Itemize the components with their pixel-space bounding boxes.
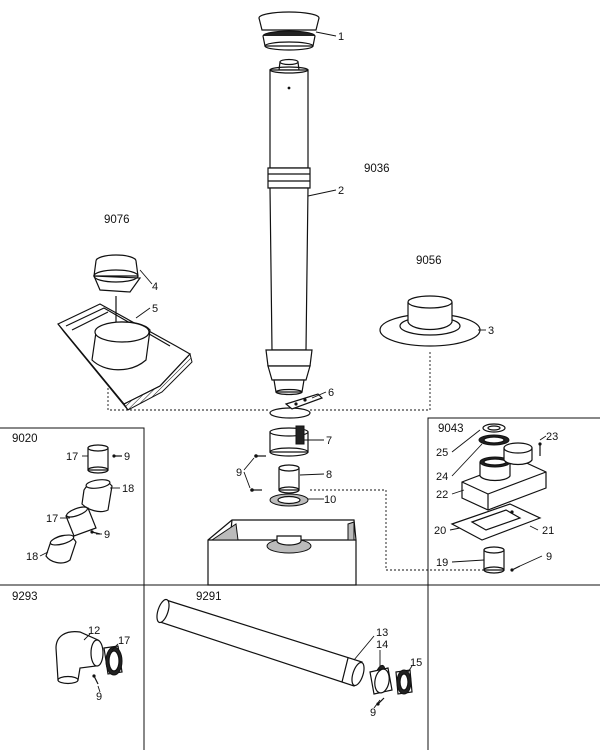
flashing-part-3 <box>379 295 481 347</box>
part-label-24: 24 <box>436 471 448 483</box>
group-label-9291: 9291 <box>196 591 222 603</box>
seal-part-24 <box>478 434 510 446</box>
coupling-part-15 <box>395 669 413 695</box>
part-label-9-b: 9 <box>104 529 110 541</box>
part-label-5: 5 <box>152 303 158 315</box>
clamp-part-6 <box>269 393 324 419</box>
roof-cap-part-1 <box>258 11 320 51</box>
part-label-22: 22 <box>436 489 448 501</box>
coupling-part-17-c <box>103 645 123 676</box>
assembly-dashed-lines <box>107 352 486 571</box>
pipe-section-part-7 <box>269 425 309 457</box>
part-label-15: 15 <box>410 657 422 669</box>
coupling-part-17-a <box>87 444 109 474</box>
part-label-10: 10 <box>324 494 336 506</box>
screw-part-9-a <box>112 454 122 458</box>
seal-part-25 <box>482 423 506 433</box>
part-label-13: 13 <box>376 627 388 639</box>
screw-part-9-b <box>90 530 101 535</box>
screw-part-23 <box>538 442 542 456</box>
part-label-9-d: 9 <box>96 691 102 703</box>
part-label-4: 4 <box>152 281 158 293</box>
ring-part-10 <box>269 493 309 507</box>
part-label-19: 19 <box>436 557 448 569</box>
part-label-17-b: 17 <box>46 513 58 525</box>
part-label-9-e: 9 <box>370 707 376 719</box>
coupling-part-19 <box>483 546 505 574</box>
group-label-9020: 9020 <box>12 433 38 445</box>
group-label-9036: 9036 <box>364 163 390 175</box>
group-label-9076: 9076 <box>104 214 130 226</box>
part-label-23: 23 <box>546 431 558 443</box>
screw-part-9-e <box>376 697 385 706</box>
part-label-17-c: 17 <box>118 635 130 647</box>
coupling-part-17-b <box>65 506 97 537</box>
part-label-18-a: 18 <box>122 483 134 495</box>
part-label-25: 25 <box>436 447 448 459</box>
part-label-8: 8 <box>326 469 332 481</box>
gasket-part-20 <box>450 503 542 541</box>
part-label-14: 14 <box>376 639 388 651</box>
part-label-3: 3 <box>488 325 494 337</box>
leader-lines <box>39 31 547 709</box>
boiler-top <box>207 519 357 586</box>
part-label-18-b: 18 <box>26 551 38 563</box>
part-label-20: 20 <box>434 525 446 537</box>
part-label-9-a: 9 <box>124 451 130 463</box>
flue-pipe-part-2 <box>265 58 313 396</box>
elbow-part-18-a <box>81 479 113 513</box>
extension-pipe-part-13 <box>156 598 365 687</box>
part-label-12: 12 <box>88 625 100 637</box>
group-label-9056: 9056 <box>416 255 442 267</box>
tile-collar-part-4 <box>93 254 142 293</box>
elbow-part-18-b <box>45 534 77 564</box>
part-label-21: 21 <box>542 525 554 537</box>
section-frames <box>0 417 600 750</box>
gasket-part-21 <box>510 510 514 514</box>
screw-part-9-c <box>510 565 521 572</box>
elbow-part-12 <box>55 631 104 685</box>
part-label-9-c: 9 <box>546 551 552 563</box>
group-label-9043: 9043 <box>438 423 464 435</box>
part-label-9-centre: 9 <box>236 467 242 479</box>
screws-part-9-centre <box>250 454 266 492</box>
part-label-7: 7 <box>326 435 332 447</box>
coupling-part-8 <box>278 464 300 494</box>
roof-tile-part-5 <box>57 296 193 411</box>
group-label-9293: 9293 <box>12 591 38 603</box>
part-label-17-a: 17 <box>66 451 78 463</box>
screw-part-9-d <box>92 674 99 685</box>
coupling-part-9291 <box>369 667 393 695</box>
part-label-2: 2 <box>338 185 344 197</box>
part-label-6: 6 <box>328 387 334 399</box>
adapter-box-part-22 <box>461 442 547 511</box>
part-label-1: 1 <box>338 31 344 43</box>
